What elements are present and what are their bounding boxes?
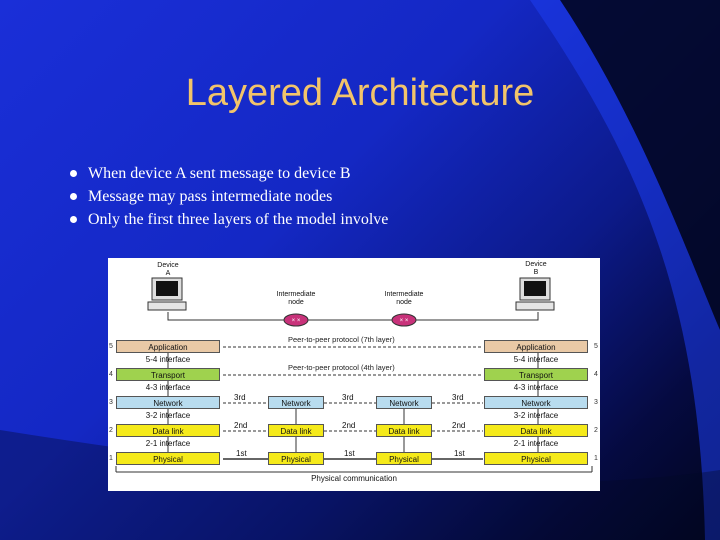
layer-network-a: Network: [116, 396, 220, 409]
computer-b-icon: [515, 277, 555, 311]
bullet-dot-icon: [70, 193, 77, 200]
layer-application-b: Application: [484, 340, 588, 353]
bullet-dot-icon: [70, 170, 77, 177]
bullet-list: When device A sent message to device B M…: [70, 162, 388, 231]
node1-physical: Physical: [268, 452, 324, 465]
hop-3rd-2: 3rd: [342, 393, 354, 402]
hop-1st-2: 1st: [344, 449, 355, 458]
interface-43-b: 4-3 interface: [513, 383, 559, 392]
interface-54-a: 5-4 interface: [145, 355, 191, 364]
peer-protocol-7: Peer-to-peer protocol (7th layer): [286, 335, 397, 344]
layer-physical-b: Physical: [484, 452, 588, 465]
interface-21-a: 2-1 interface: [145, 439, 191, 448]
hop-2nd-3: 2nd: [452, 421, 466, 430]
interface-32-b: 3-2 interface: [513, 411, 559, 420]
hop-3rd-1: 3rd: [234, 393, 246, 402]
layer-application-a: Application: [116, 340, 220, 353]
node2-physical: Physical: [376, 452, 432, 465]
layer-num-right-3: 3: [594, 399, 598, 406]
layer-num-left-5: 5: [109, 343, 113, 350]
svg-text:× ×: × ×: [292, 318, 301, 324]
layer-transport-b: Transport: [484, 368, 588, 381]
bullet-dot-icon: [70, 216, 77, 223]
slide-title: Layered Architecture: [185, 72, 535, 114]
layer-data-link-b: Data link: [484, 424, 588, 437]
physical-communication-label: Physical communication: [311, 474, 397, 483]
bullet-item: When device A sent message to device B: [70, 162, 388, 185]
layer-num-right-5: 5: [594, 343, 598, 350]
bullet-text: When device A sent message to device B: [88, 165, 351, 182]
bullet-text: Only the first three layers of the model…: [88, 211, 389, 228]
hop-3rd-3: 3rd: [452, 393, 464, 402]
interface-43-a: 4-3 interface: [145, 383, 191, 392]
layer-num-right-2: 2: [594, 427, 598, 434]
svg-text:× ×: × ×: [400, 318, 409, 324]
interface-32-a: 3-2 interface: [145, 411, 191, 420]
peer-protocol-4: Peer-to-peer protocol (4th layer): [286, 363, 397, 372]
interface-54-b: 5-4 interface: [513, 355, 559, 364]
layer-num-left-1: 1: [109, 455, 113, 462]
node2-data-link: Data link: [376, 424, 432, 437]
node2-network: Network: [376, 396, 432, 409]
layer-physical-a: Physical: [116, 452, 220, 465]
bullet-item: Message may pass intermediate nodes: [70, 185, 388, 208]
layer-num-right-4: 4: [594, 371, 598, 378]
node1-data-link: Data link: [268, 424, 324, 437]
computer-a-icon: [147, 277, 187, 311]
layer-num-left-3: 3: [109, 399, 113, 406]
layer-data-link-a: Data link: [116, 424, 220, 437]
hop-1st-1: 1st: [236, 449, 247, 458]
bullet-item: Only the first three layers of the model…: [70, 208, 388, 231]
layer-num-right-1: 1: [594, 455, 598, 462]
bullet-text: Message may pass intermediate nodes: [88, 188, 333, 205]
router-icon-1: × ×: [283, 313, 309, 327]
interface-21-b: 2-1 interface: [513, 439, 559, 448]
hop-2nd-1: 2nd: [234, 421, 248, 430]
layer-num-left-4: 4: [109, 371, 113, 378]
layer-network-b: Network: [484, 396, 588, 409]
layer-transport-a: Transport: [116, 368, 220, 381]
router-icon-2: × ×: [391, 313, 417, 327]
layer-num-left-2: 2: [109, 427, 113, 434]
hop-2nd-2: 2nd: [342, 421, 356, 430]
node1-network: Network: [268, 396, 324, 409]
hop-1st-3: 1st: [454, 449, 465, 458]
